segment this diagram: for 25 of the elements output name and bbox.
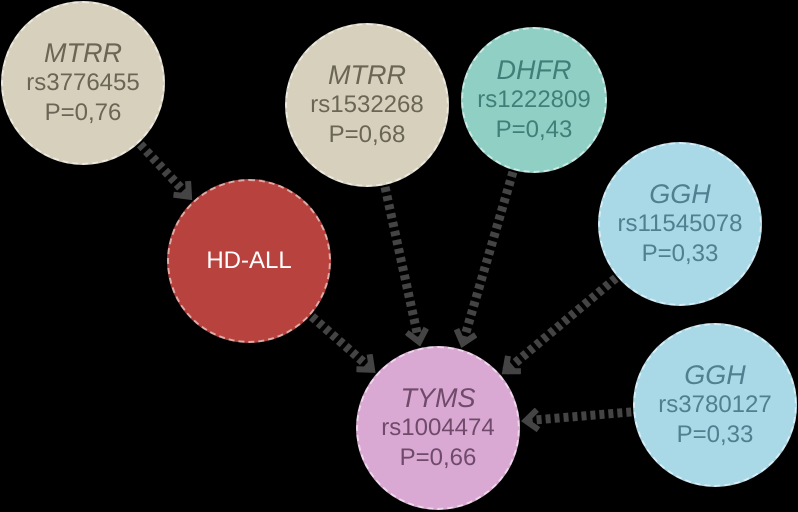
snp-id: rs11545078 bbox=[618, 209, 742, 239]
p-value: P=0,66 bbox=[400, 443, 476, 473]
arrow bbox=[522, 406, 632, 433]
gene-name: GGH bbox=[649, 179, 711, 209]
snp-id: rs3776455 bbox=[26, 68, 140, 98]
p-value: P=0,68 bbox=[328, 120, 406, 150]
snp-id: rs1532268 bbox=[310, 90, 424, 120]
p-value: P=0,43 bbox=[496, 115, 572, 145]
snp-id: rs3780127 bbox=[658, 390, 772, 420]
arrow bbox=[502, 274, 619, 375]
snp-id: rs1004474 bbox=[381, 413, 495, 443]
gene-name: MTRR bbox=[44, 38, 122, 68]
gene-name: DHFR bbox=[496, 55, 572, 85]
gene-name: TYMS bbox=[400, 383, 476, 413]
arrow bbox=[308, 313, 376, 374]
p-value: P=0,33 bbox=[642, 239, 718, 269]
p-value: P=0,33 bbox=[676, 420, 754, 450]
gene-name: MTRR bbox=[328, 60, 406, 90]
p-value: P=0,76 bbox=[44, 98, 122, 128]
arrow bbox=[380, 186, 430, 346]
snp-id: rs1222809 bbox=[477, 85, 591, 115]
node-label: HD-ALL bbox=[206, 246, 292, 276]
gene-name: GGH bbox=[684, 360, 746, 390]
arrow bbox=[454, 170, 518, 347]
arrow bbox=[137, 141, 192, 200]
